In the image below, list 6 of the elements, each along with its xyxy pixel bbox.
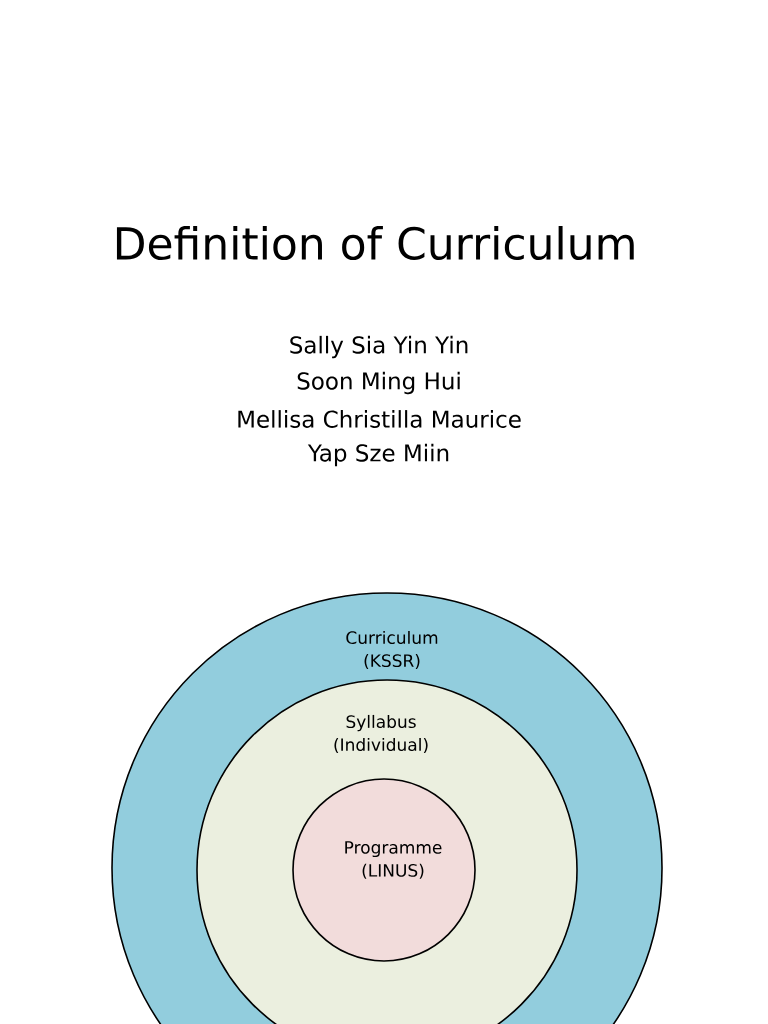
- title: Definition of Curriculum: [116, 226, 634, 261]
- author-name: Soon Ming Hui: [297, 371, 460, 395]
- circle-band: Programme (LINUS): [292, 778, 476, 962]
- author-name: Mellisa Christilla Maurice: [238, 410, 521, 428]
- author-name: Yap Sze Miin: [307, 443, 449, 467]
- author-name: Sally Sia Yin Yin: [290, 335, 468, 359]
